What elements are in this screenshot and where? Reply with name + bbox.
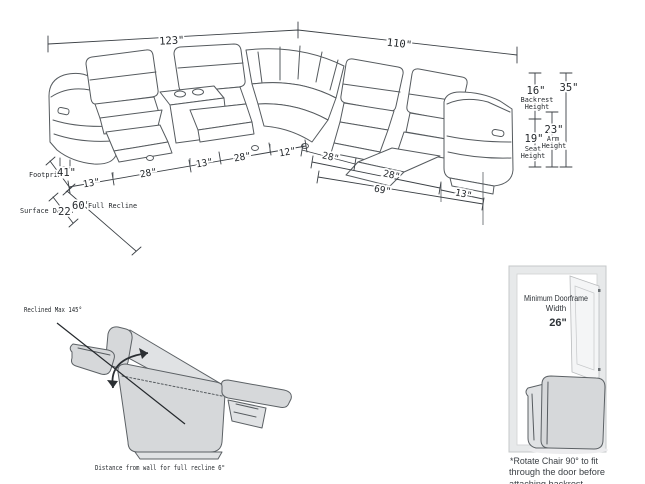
- doorframe-title-2: Width: [546, 304, 566, 313]
- cupholder-2: [192, 88, 204, 96]
- sofa-foot: [146, 155, 154, 161]
- svg-text:Backrest: Backrest: [521, 96, 554, 104]
- surface-depth-value: 22": [58, 206, 77, 218]
- recliner-footrest: [69, 343, 115, 375]
- svg-text:Arm: Arm: [547, 135, 559, 143]
- svg-text:28": 28": [139, 167, 158, 181]
- reclined-max-label: Reclined Max 145°: [24, 306, 82, 314]
- doorway-illustration: Minimum Doorframe Width 26": [508, 265, 608, 454]
- surface-depth-label: Surface Depth: [20, 207, 73, 215]
- headrest-1: [85, 49, 159, 105]
- wall-distance-caption: Distance from wall for full recline 6": [95, 464, 225, 472]
- svg-text:13": 13": [195, 157, 214, 171]
- svg-text:28": 28": [233, 151, 252, 165]
- dim-seat-height: 19": [525, 133, 544, 145]
- footrest-right: [345, 161, 405, 187]
- recliner-illustration: Reclined Max 145° Distance from wall for…: [22, 304, 292, 474]
- svg-text:Height: Height: [525, 103, 550, 111]
- full-recline-value: 60": [72, 200, 91, 212]
- recliner-armrest: [221, 379, 292, 408]
- right-power-panel: [491, 128, 505, 138]
- svg-text:Height: Height: [521, 152, 546, 160]
- footrest-left: [113, 141, 173, 163]
- door-panel: [569, 275, 600, 383]
- rotate-note: *Rotate Chair 90° to fit through the doo…: [509, 456, 605, 484]
- doorframe-width-value: 26": [549, 317, 566, 329]
- dim-110: 110": [386, 37, 412, 52]
- sectional-sofa-drawing: [48, 43, 514, 195]
- full-recline-label: Full Recline: [88, 202, 137, 210]
- door-hinge: [598, 289, 601, 292]
- footprint-value: 41": [57, 167, 76, 179]
- door-hinge: [598, 368, 601, 371]
- dim-total-height: 35": [560, 82, 579, 94]
- svg-text:12": 12": [278, 146, 297, 160]
- corner-seat: [257, 103, 329, 143]
- doorframe-title-1: Minimum Doorframe: [524, 294, 588, 303]
- note-line-3: attaching backrest: [509, 479, 584, 484]
- left-power-panel: [57, 106, 70, 116]
- right-arm: [443, 91, 514, 187]
- rotated-chair-seat: [540, 375, 606, 450]
- cupholder-1: [174, 90, 186, 98]
- recliner-body: [117, 363, 226, 453]
- footprint-label: Footprint: [29, 171, 66, 179]
- recliner-base: [134, 451, 223, 460]
- dim-123: 123": [159, 34, 185, 47]
- dimension-lines: 123" 110" 16" Backrest Height 19" Seat H…: [18, 21, 580, 256]
- svg-text:Height: Height: [542, 142, 567, 150]
- svg-text:Seat: Seat: [525, 145, 541, 153]
- svg-text:69": 69": [373, 184, 392, 198]
- note-line-1: *Rotate Chair 90° to fit: [510, 456, 598, 466]
- sofa-foot: [251, 145, 259, 151]
- headrest-2: [173, 43, 246, 93]
- dim-backrest-height: 16": [527, 85, 546, 97]
- dim-arm-height: 23": [545, 124, 564, 136]
- svg-text:13": 13": [82, 177, 101, 191]
- note-line-2: through the door before: [509, 467, 605, 477]
- headrest-3: [340, 58, 404, 112]
